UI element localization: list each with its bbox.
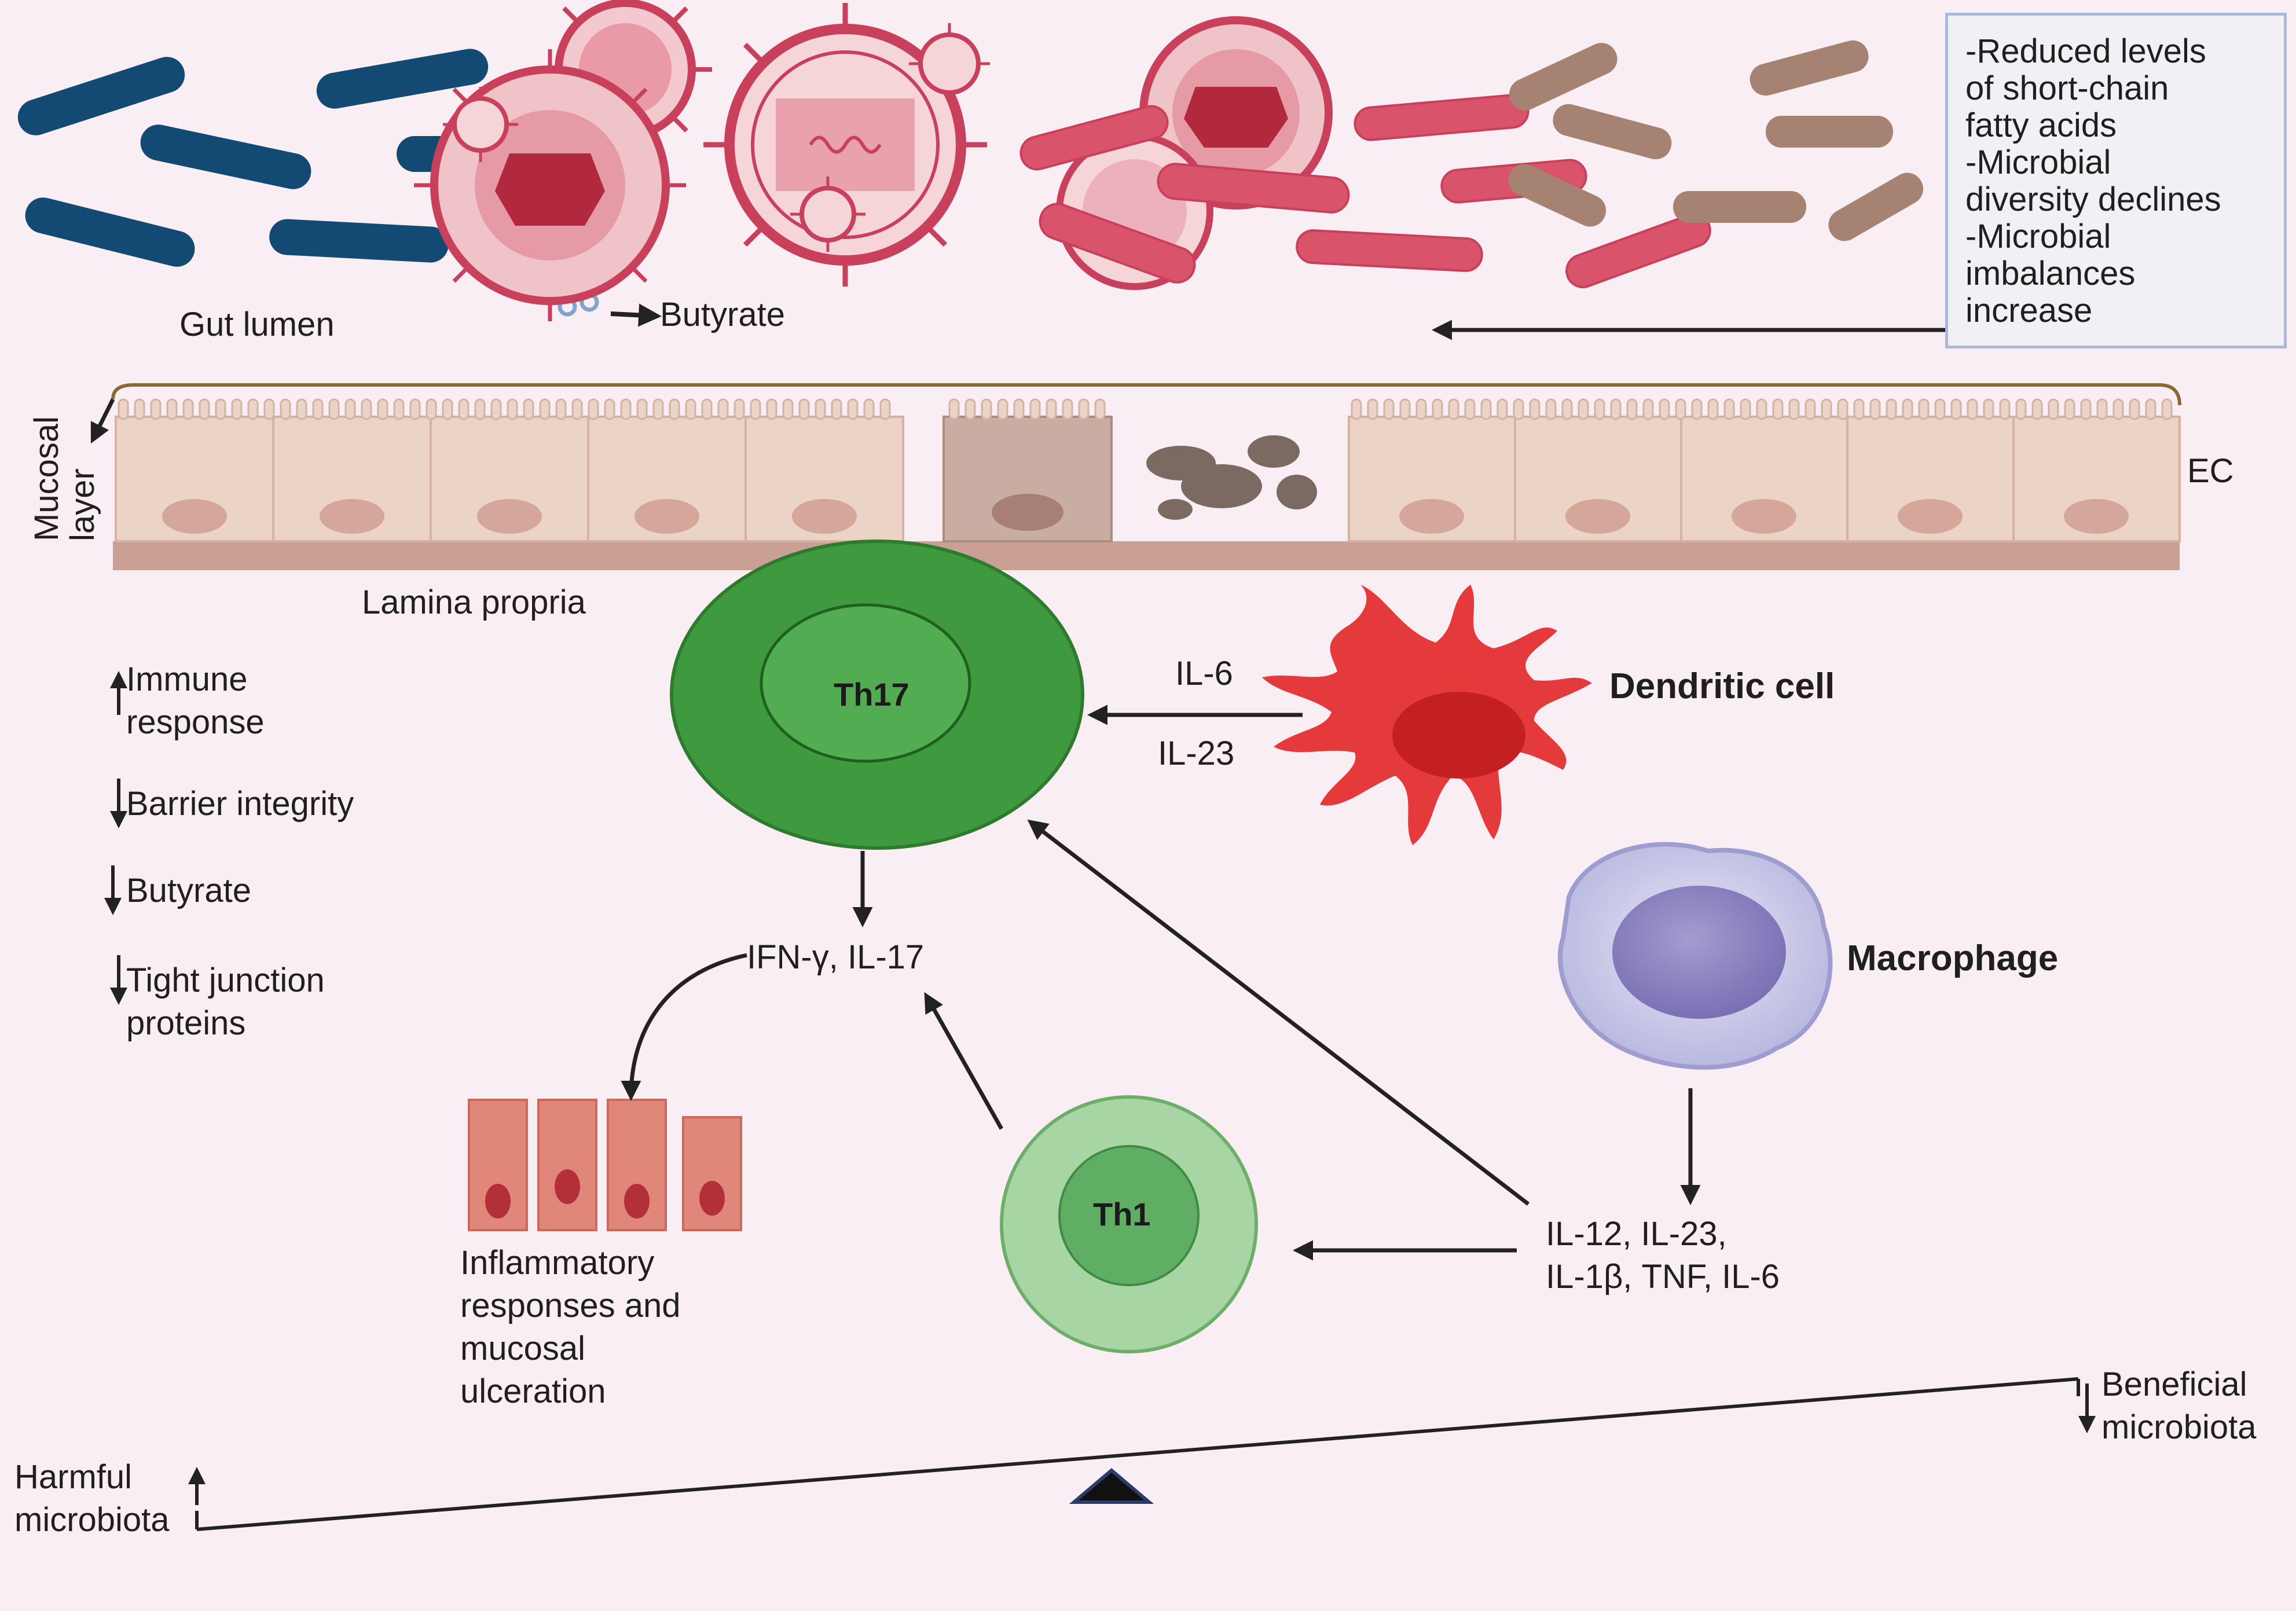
th1-label: Th1: [1093, 1196, 1151, 1232]
harmful-microbiota-label: Harmful microbiota: [14, 1458, 170, 1539]
ec-label: EC: [2187, 452, 2234, 490]
virus-particles: [414, 0, 1333, 321]
pathway-arrows: [621, 704, 1701, 1261]
beneficial-microbiota-label: Beneficial microbiota: [2101, 1366, 2257, 1446]
inflamed-cells: [468, 1099, 742, 1231]
macrophage-label: Macrophage: [1847, 938, 2059, 978]
inflammatory-response-label: Inflammatory responses and mucosal ulcer…: [460, 1244, 681, 1410]
dendritic-cell: [1262, 585, 1592, 845]
effect-barrier-integrity: Barrier integrity: [126, 785, 354, 823]
effect-arrows: [104, 671, 127, 1005]
dendritic-cell-label: Dendritic cell: [1609, 666, 1835, 706]
butyrate-label: Butyrate: [660, 296, 785, 333]
gut-lumen-label: Gut lumen: [179, 306, 335, 343]
microbiota-changes-box: -Reduced levels of short-chain fatty aci…: [1945, 13, 2287, 348]
effect-butyrate: Butyrate: [126, 872, 251, 909]
il6-label: IL-6: [1175, 655, 1233, 692]
il23-label: IL-23: [1158, 735, 1235, 772]
macrophage-cytokines-label: IL-12, IL-23, IL-1β, TNF, IL-6: [1546, 1215, 1780, 1296]
mucosal-layer-label: Mucosal layer: [28, 416, 101, 541]
debris: [1146, 435, 1317, 520]
microbiota-changes-text: -Reduced levels of short-chain fatty aci…: [1965, 32, 2221, 329]
brown-bacteria: [1508, 40, 1924, 241]
lamina-propria-label: Lamina propria: [362, 584, 586, 621]
th17-cell: [670, 540, 1084, 850]
epithelial-layer: [90, 383, 2181, 570]
th17-label: Th17: [834, 676, 909, 713]
balance-scale: [188, 1377, 2096, 1531]
th1-cell: [1000, 1095, 1258, 1353]
macrophage-cell: [1557, 842, 1833, 1070]
effect-immune-response: Immune response: [126, 660, 265, 741]
effect-tight-junction: Tight junction proteins: [126, 962, 325, 1042]
ifn-il17-label: IFN-γ, IL-17: [747, 938, 925, 976]
